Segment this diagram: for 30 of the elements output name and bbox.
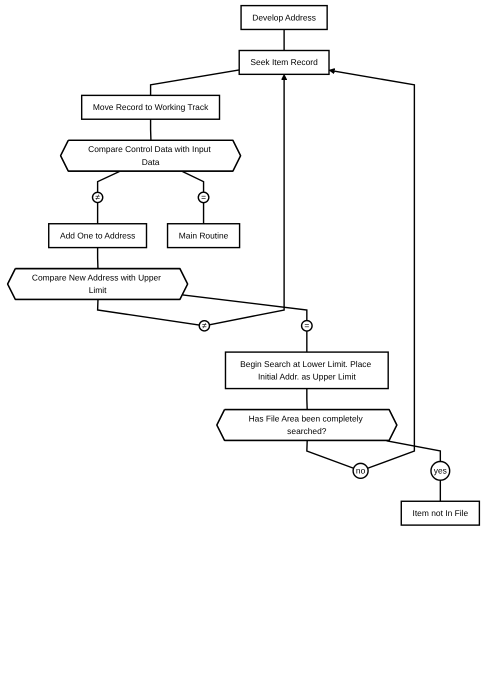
node-circle: = <box>198 191 210 204</box>
node-circle: no <box>352 462 369 480</box>
node-box: Seek Item Record <box>238 50 330 76</box>
connector <box>96 300 200 326</box>
connector <box>440 480 442 502</box>
node-box: Move Record to Working Track <box>80 94 220 120</box>
node-circle: yes <box>430 460 450 481</box>
node-box: Develop Address <box>240 4 328 30</box>
connector <box>306 440 354 469</box>
node-circle: ≠ <box>92 192 104 204</box>
connector <box>150 119 152 141</box>
arrow <box>209 74 288 326</box>
node-box: Add One to Address <box>48 223 148 248</box>
connector <box>182 170 204 192</box>
connector <box>283 29 285 50</box>
connector <box>202 202 204 224</box>
node-circle: ≠ <box>198 320 210 332</box>
node-circle: = <box>300 320 313 332</box>
connector <box>386 440 442 462</box>
arrow <box>328 68 416 469</box>
connector <box>150 69 240 96</box>
connector <box>182 294 308 321</box>
connector <box>96 248 99 269</box>
node-box: Item not In File <box>400 500 480 526</box>
node-box: Main Routine <box>166 223 240 248</box>
connector <box>306 388 308 410</box>
node-box: Begin Search at Lower Limit. Place Initial Addr. as Upper Limit <box>224 351 389 390</box>
connector <box>306 331 308 352</box>
connector <box>96 202 98 224</box>
connector <box>96 170 120 192</box>
